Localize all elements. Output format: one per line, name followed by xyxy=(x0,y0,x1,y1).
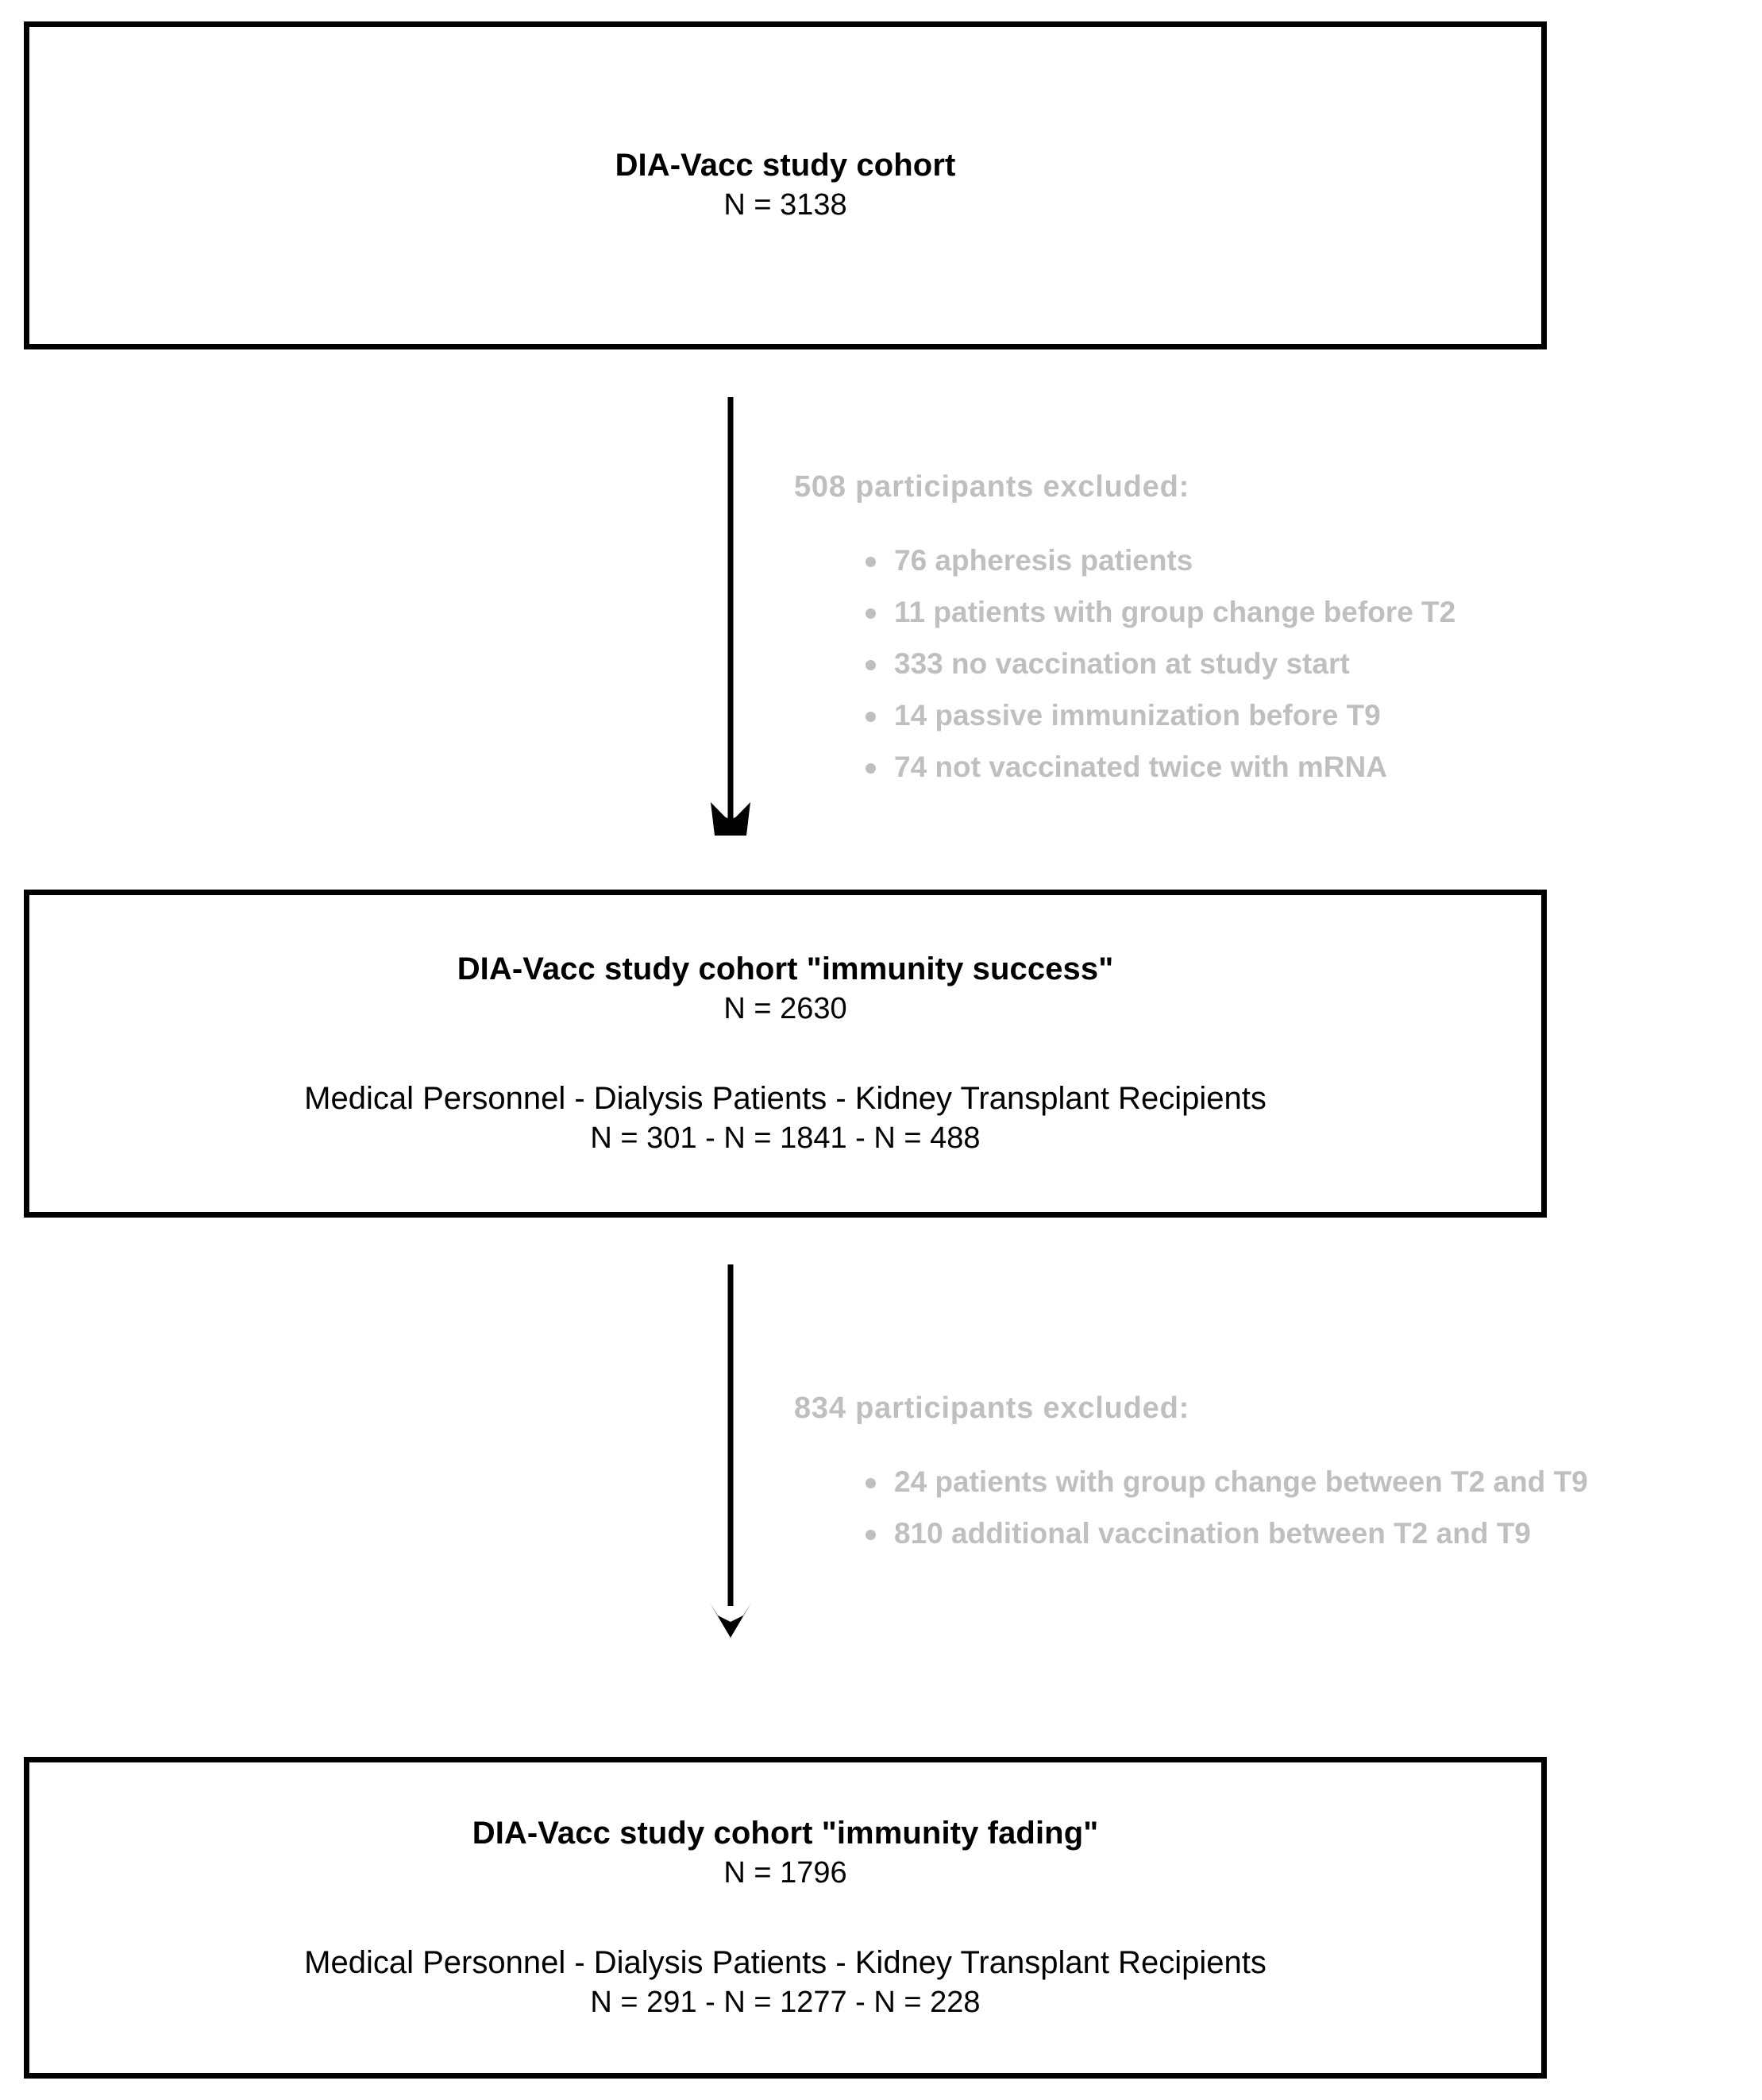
bullet-icon xyxy=(866,608,876,619)
exclusion-list-item: 74 not vaccinated twice with mRNA xyxy=(866,751,1762,783)
exclusion-heading-two: 834 participants excluded: xyxy=(794,1392,1190,1425)
cohort-count-total: N = 3138 xyxy=(723,188,847,222)
exclusion-item-label: 333 no vaccination at study start xyxy=(894,647,1350,680)
cohort-count-immunity-fading: N = 1796 xyxy=(723,1855,847,1890)
cohort-groups-immunity-success: Medical Personnel - Dialysis Patients - … xyxy=(304,1081,1267,1117)
exclusion-list-one: 76 apheresis patients 11 patients with g… xyxy=(794,546,1762,782)
cohort-box-immunity-fading: DIA-Vacc study cohort "immunity fading" … xyxy=(24,1757,1547,2079)
cohort-group-counts-immunity-fading: N = 291 - N = 1277 - N = 228 xyxy=(590,1986,981,2020)
exclusion-list-item: 24 patients with group change between T2… xyxy=(866,1465,1762,1498)
bullet-icon xyxy=(866,712,876,722)
cohort-group-block-fading: Medical Personnel - Dialysis Patients - … xyxy=(304,1942,1267,2022)
exclusion-item-label: 810 additional vaccination between T2 an… xyxy=(894,1517,1531,1550)
exclusion-heading-one: 508 participants excluded: xyxy=(794,470,1190,504)
exclusion-list-two: 24 patients with group change between T2… xyxy=(794,1467,1762,1548)
exclusion-item-label: 14 passive immunization before T9 xyxy=(894,699,1381,732)
exclusion-annotation-one: 508 participants excluded: 76 apheresis … xyxy=(794,470,1762,782)
cohort-title-immunity-success: DIA-Vacc study cohort "immunity success" xyxy=(457,951,1114,986)
exclusion-list-item: 11 patients with group change before T2 xyxy=(866,596,1762,628)
bullet-icon xyxy=(866,557,876,567)
bullet-icon xyxy=(866,763,876,774)
exclusion-list-item: 14 passive immunization before T9 xyxy=(866,699,1762,732)
cohort-box-immunity-success: DIA-Vacc study cohort "immunity success"… xyxy=(24,890,1547,1218)
flow-arrow-down-one xyxy=(699,397,762,836)
exclusion-item-label: 24 patients with group change between T2… xyxy=(894,1465,1588,1498)
flow-arrow-down-two xyxy=(699,1264,762,1638)
exclusion-annotation-two: 834 participants excluded: 24 patients w… xyxy=(794,1392,1762,1548)
exclusion-list-item: 810 additional vaccination between T2 an… xyxy=(866,1517,1762,1550)
exclusion-list-item: 333 no vaccination at study start xyxy=(866,647,1762,680)
bullet-icon xyxy=(866,1478,876,1488)
cohort-title-immunity-fading: DIA-Vacc study cohort "immunity fading" xyxy=(472,1815,1099,1851)
exclusion-item-label: 74 not vaccinated twice with mRNA xyxy=(894,751,1387,783)
cohort-title-total: DIA-Vacc study cohort xyxy=(615,148,956,183)
cohort-box-total: DIA-Vacc study cohort N = 3138 xyxy=(24,21,1547,349)
bullet-icon xyxy=(866,1530,876,1540)
cohort-group-counts-immunity-success: N = 301 - N = 1841 - N = 488 xyxy=(590,1121,981,1156)
cohort-count-immunity-success: N = 2630 xyxy=(723,991,847,1025)
cohort-group-block-success: Medical Personnel - Dialysis Patients - … xyxy=(304,1078,1267,1158)
exclusion-list-item: 76 apheresis patients xyxy=(866,544,1762,577)
exclusion-item-label: 11 patients with group change before T2 xyxy=(894,596,1456,628)
exclusion-item-label: 76 apheresis patients xyxy=(894,544,1193,577)
cohort-groups-immunity-fading: Medical Personnel - Dialysis Patients - … xyxy=(304,1945,1267,1981)
bullet-icon xyxy=(866,660,876,670)
